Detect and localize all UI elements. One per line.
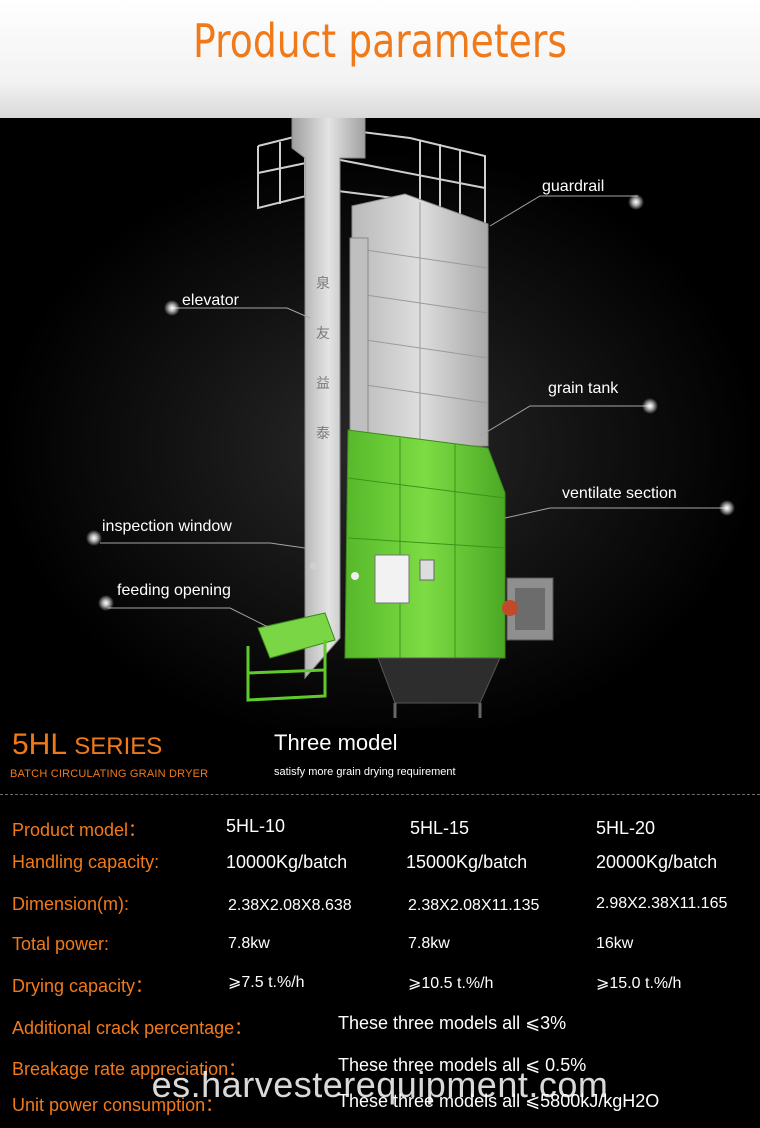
svg-text:益: 益 [316,376,330,392]
series-heading: 5HL SERIES BATCH CIRCULATING GRAIN DRYER… [0,728,760,790]
feeding-opening [246,612,336,702]
spec-handling-2: 15000Kg/batch [406,852,528,872]
spec-model-1: 5HL-10 [226,816,286,836]
spec-dimension-3: 2.98X2.38X11.165 [596,895,728,912]
tagline: Three model [274,730,398,755]
spec-drying-1: ⩾7.5 t.%/h [228,974,305,991]
spec-dimension-2: 2.38X2.08X11.135 [408,897,540,914]
spec-breakage-value: These three models all ⩽ 0.5% [338,1055,587,1075]
spec-label-power: Total power: [12,934,110,954]
spec-label-breakage: Breakage rate appreciation： [12,1059,247,1079]
callout-feeding-opening: feeding opening [117,582,231,599]
page-title: Product parameters [193,14,567,68]
spec-power-1: 7.8kw [228,935,270,952]
spec-handling-1: 10000Kg/batch [226,852,348,872]
spec-unit-value: These three models all ⩽5800kJ/kgH2O [338,1091,660,1111]
header-banner: Product parameters [0,0,760,118]
callout-elevator: elevator [182,292,239,309]
spec-dimension-1: 2.38X2.08X8.638 [228,897,352,914]
spec-label-model: Product model： [12,820,147,840]
spec-drying-3: ⩾15.0 t.%/h [596,975,682,992]
watermark: es.harvesterequipment.com [151,1064,609,1105]
spec-model-2: 5HL-15 [410,818,470,838]
callout-inspection-window: inspection window [102,518,232,535]
spec-label-unit: Unit power consumption： [12,1095,224,1115]
series-name: 5HL [12,728,66,761]
series-subtitle: BATCH CIRCULATING GRAIN DRYER [10,768,209,780]
divider [0,794,760,795]
spec-label-dimension: Dimension(m): [12,894,130,914]
svg-text:友: 友 [316,326,330,342]
product-illustration: 泉 友 益 泰 [0,118,760,728]
tagline-sub: satisfy more grain drying requirement [274,766,456,778]
spec-power-3: 16kw [596,935,634,952]
spec-label-drying: Drying capacity： [12,976,154,996]
ventilate-section [344,429,506,659]
spec-handling-3: 20000Kg/batch [596,852,718,872]
svg-text:泉: 泉 [316,275,330,292]
series-title: 5HL SERIES [12,728,162,762]
callout-grain-tank: grain tank [548,380,619,397]
grain-dryer-drawing: 泉 友 益 泰 [86,118,735,718]
callout-guardrail: guardrail [542,178,605,195]
spec-crack-value: These three models all ⩽3% [338,1013,567,1033]
spec-label-crack: Additional crack percentage： [12,1018,253,1038]
elevator [291,118,366,680]
spec-power-2: 7.8kw [408,935,450,952]
spec-label-handling: Handling capacity: [12,852,160,872]
svg-text:泰: 泰 [316,426,330,442]
spec-model-3: 5HL-20 [596,818,656,838]
series-suffix: SERIES [74,733,163,760]
callout-ventilate-section: ventilate section [562,485,677,502]
spec-drying-2: ⩾10.5 t.%/h [408,975,494,992]
